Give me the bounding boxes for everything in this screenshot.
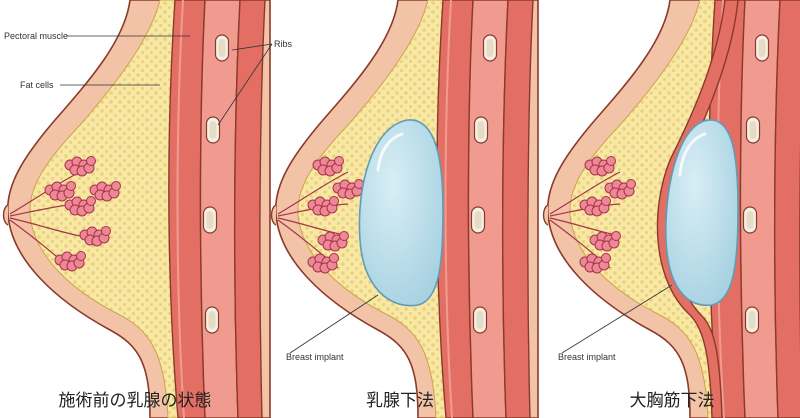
panel-submuscular: Breast implant 大胸筋下法 — [544, 0, 800, 418]
caption-subglandular: 乳腺下法 — [366, 391, 434, 411]
label-breast-implant-2: Breast implant — [558, 352, 616, 362]
label-breast-implant-1: Breast implant — [286, 352, 344, 362]
label-ribs: Ribs — [274, 39, 293, 49]
caption-before: 施術前の乳腺の状態 — [59, 391, 212, 411]
label-pectoral-muscle: Pectoral muscle — [4, 31, 68, 41]
label-fat-cells: Fat cells — [20, 80, 54, 90]
panel-subglandular: Breast implant 乳腺下法 — [272, 0, 539, 418]
implant-icon — [665, 119, 739, 306]
caption-submuscular: 大胸筋下法 — [630, 391, 715, 411]
implant-icon — [358, 119, 444, 307]
panel-before: Pectoral muscle Fat cells Ribs 施術前の乳腺の状態 — [4, 0, 293, 418]
